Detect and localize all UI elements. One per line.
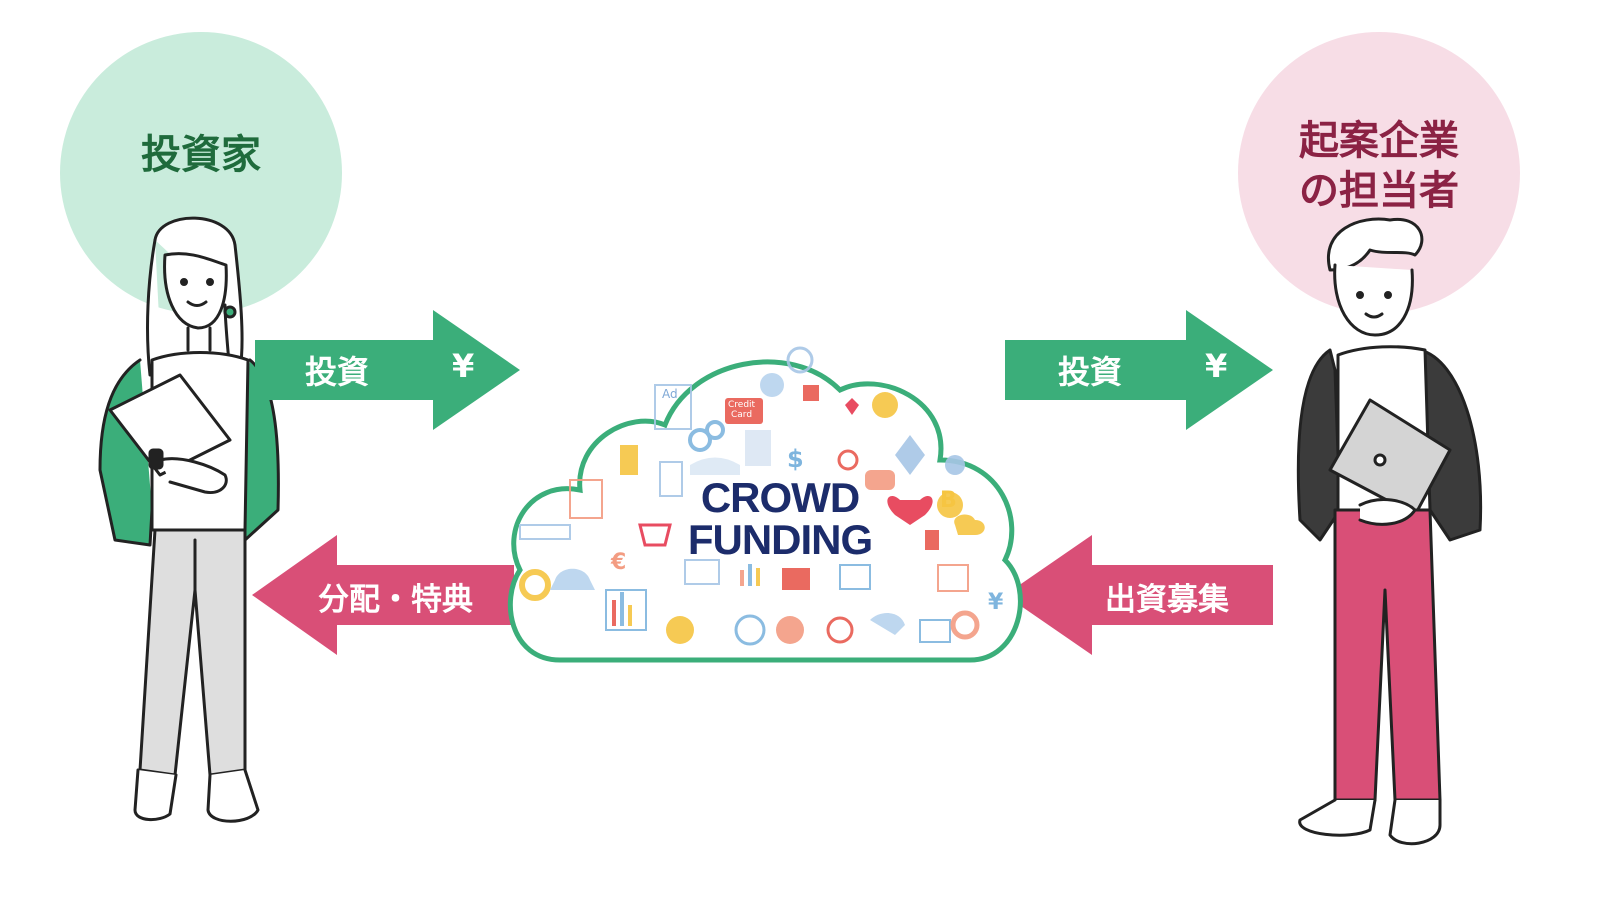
left-bottom-arrow [252,535,514,655]
crowdfunding-cloud [507,346,1023,663]
cloud-title-line1: CROWD [700,474,860,521]
right-top-arrow-label: 投資 [1058,353,1123,391]
investor-label: 投資家 [141,132,261,178]
left-top-arrow-label: 投資 [305,353,370,391]
left-top-arrow-yen: ¥ [452,347,475,385]
ad-icon-label: Ad [662,387,678,401]
right-top-arrow [1005,310,1273,430]
bitcoin-icon: B [940,488,957,513]
company-label-line1: 起案企業 [1299,118,1459,164]
cloud-title-line2: FUNDING [687,516,873,563]
credit-card-label-line1: Credit [728,400,756,410]
yen-icon: ¥ [988,590,1004,615]
right-bottom-arrow [1005,535,1273,655]
dollar-icon: $ [787,445,804,473]
euro-icon: € [611,550,627,575]
left-bottom-arrow-label: 分配・特典 [318,582,473,618]
company-circle [1238,32,1520,314]
company-label-line2: の担当者 [1299,168,1459,214]
company-person-illustration [1296,217,1483,846]
investor-person-illustration [98,216,280,823]
right-bottom-arrow-label: 出資募集 [1105,582,1229,618]
right-top-arrow-yen: ¥ [1205,347,1228,385]
left-top-arrow [255,310,520,430]
credit-card-label-line2: Card [731,410,753,420]
